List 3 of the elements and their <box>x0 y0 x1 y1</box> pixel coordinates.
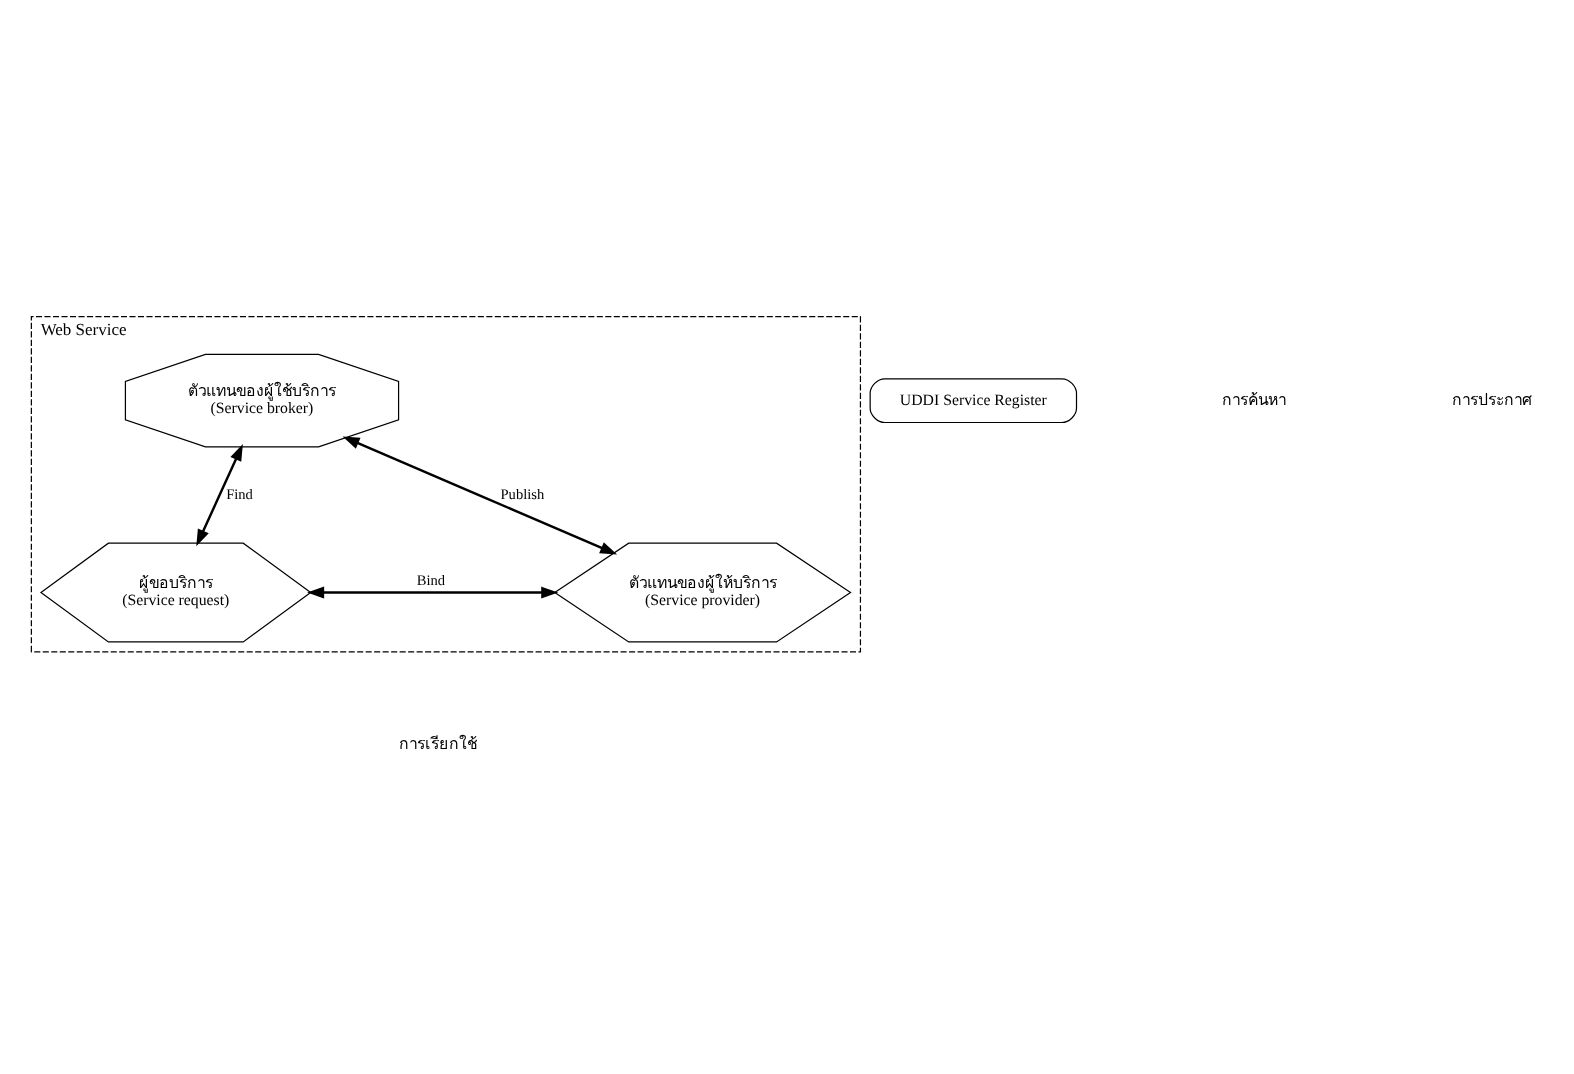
arrow <box>307 586 559 599</box>
arrow <box>196 443 243 547</box>
arrow <box>342 436 618 555</box>
